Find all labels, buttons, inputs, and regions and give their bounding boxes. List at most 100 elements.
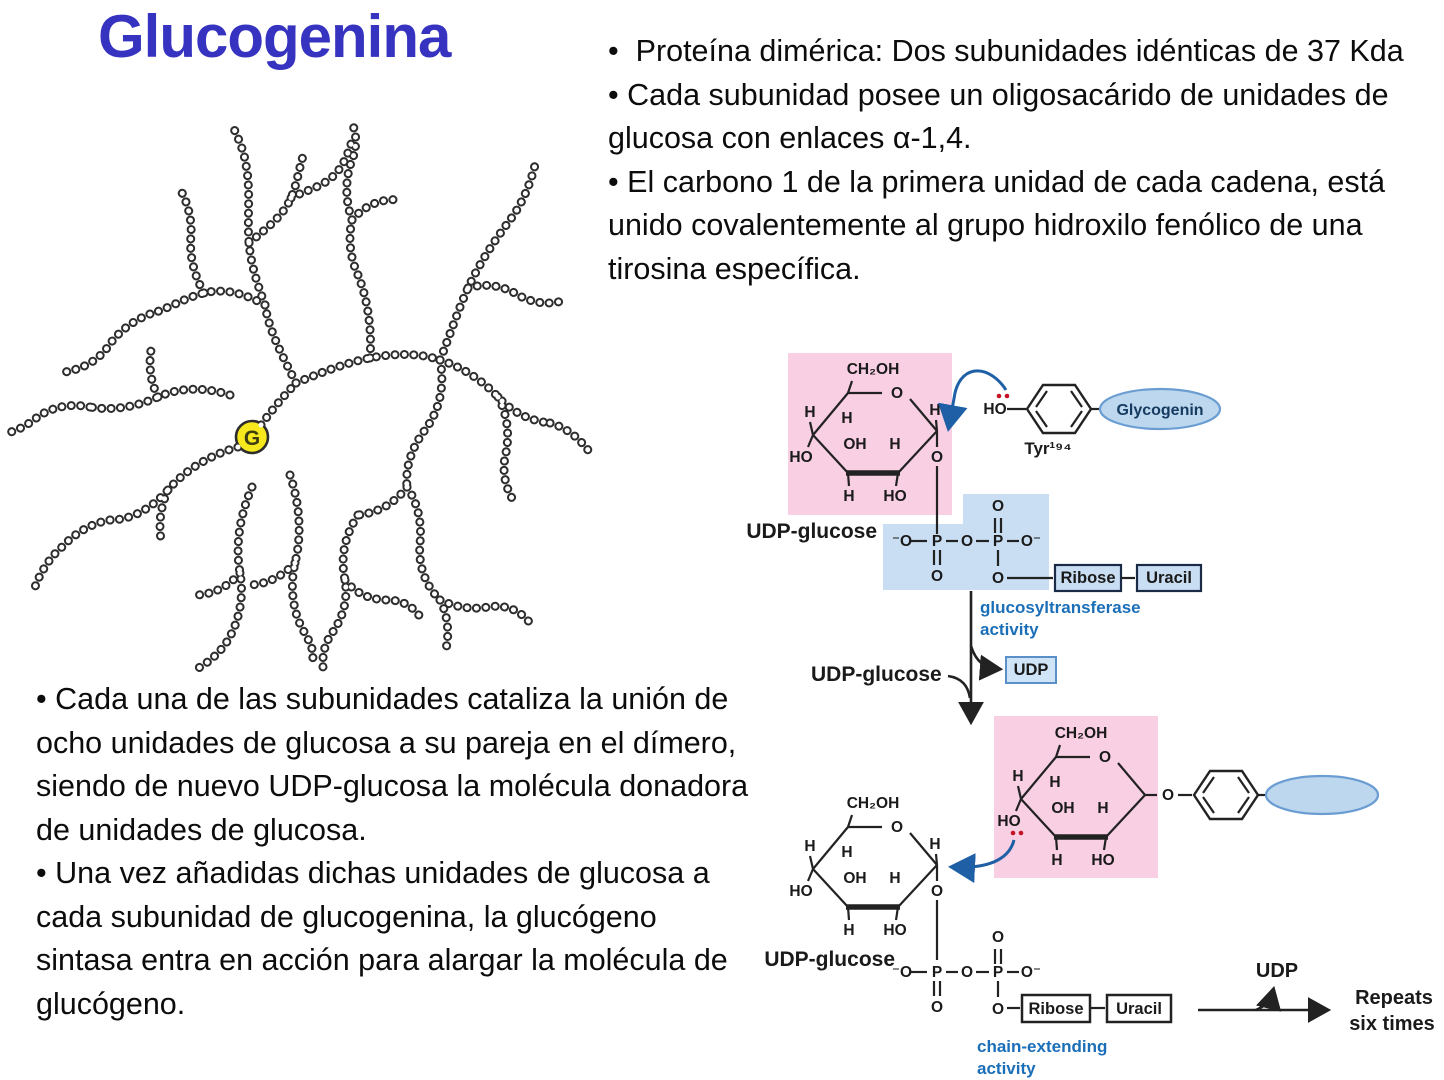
- chain-extending-label: chain-extending: [977, 1037, 1107, 1056]
- udp-box: [1005, 656, 1057, 684]
- svg-text:O: O: [1162, 787, 1174, 804]
- udp-glucose-label: UDP-glucose: [811, 663, 942, 686]
- repeat-step: UDP Repeats six times: [1198, 960, 1435, 1035]
- tyr194-label: Tyr¹⁹⁴: [1024, 439, 1071, 458]
- svg-text:HO: HO: [1091, 852, 1114, 869]
- benzene-ring: [1192, 769, 1260, 821]
- svg-text:O: O: [891, 385, 903, 402]
- glycogen-chains: [2, 120, 591, 673]
- uracil-box: [1105, 993, 1173, 1024]
- lone-pair-dot: [996, 393, 1002, 399]
- phosphate-highlight-box: [963, 494, 1049, 526]
- svg-text:Ribose: Ribose: [1028, 1000, 1083, 1018]
- svg-text:H: H: [929, 836, 940, 853]
- svg-text:OH: OH: [1051, 800, 1074, 817]
- glucose-ring: CH₂OH O H H HO OH H H HO O: [997, 725, 1380, 869]
- svg-text:Ribose: Ribose: [1060, 569, 1115, 587]
- svg-text:H: H: [1049, 774, 1060, 791]
- svg-text:H: H: [843, 922, 854, 939]
- svg-text:H: H: [804, 838, 815, 855]
- bullet-item: • Proteína dimérica: Dos subunidades idé…: [608, 34, 1404, 68]
- benzene-ring: [1025, 383, 1093, 435]
- tyrosine-group: HO Glycogenin Tyr¹⁹⁴: [937, 369, 1222, 458]
- glycogenin-node: [1264, 774, 1380, 816]
- attack-arrow: [937, 369, 1008, 432]
- svg-text:activity: activity: [977, 1059, 1036, 1078]
- ribose-box: [1053, 563, 1123, 593]
- svg-text:H: H: [843, 488, 854, 505]
- ribose-box: [1020, 993, 1092, 1024]
- svg-text:O⁻: O⁻: [1021, 533, 1041, 550]
- svg-text:⁻O: ⁻O: [892, 964, 912, 981]
- svg-text:six times: six times: [1349, 1013, 1435, 1035]
- svg-text:H: H: [1012, 768, 1023, 785]
- bullet-item: • Una vez añadidas dichas unidades de gl…: [36, 856, 737, 1021]
- glycogenin-node: [1098, 387, 1222, 431]
- svg-text:Uracil: Uracil: [1146, 569, 1192, 587]
- svg-text:H: H: [841, 844, 852, 861]
- svg-text:H: H: [889, 870, 900, 887]
- svg-text:O: O: [992, 498, 1004, 515]
- svg-text:Uracil: Uracil: [1116, 1000, 1162, 1018]
- udp-glucose-label: UDP-glucose: [764, 948, 895, 971]
- lone-pair-dot: [1004, 393, 1010, 399]
- glycogen-chains: [0, 118, 593, 675]
- svg-text:H: H: [1051, 852, 1062, 869]
- svg-text:O: O: [992, 570, 1004, 587]
- svg-text:O: O: [931, 883, 943, 900]
- svg-text:O: O: [891, 819, 903, 836]
- diphosphate-group: ⁻O P O P O⁻ O O O Ribose Uracil: [892, 929, 1173, 1024]
- svg-text:H: H: [889, 436, 900, 453]
- svg-text:HO: HO: [883, 922, 906, 939]
- svg-text:O⁻: O⁻: [1021, 964, 1041, 981]
- svg-text:P: P: [932, 964, 942, 981]
- right-bullet-list: • Proteína dimérica: Dos subunidades idé…: [608, 30, 1444, 291]
- glucose-ring: CH₂OH O H H H HO OH H O H HO: [789, 361, 943, 534]
- bullet-item: • El carbono 1 de la primera unidad de c…: [608, 164, 1394, 286]
- svg-text:glucosyltransferase: glucosyltransferase: [980, 598, 1141, 617]
- page-title: Glucogenina: [98, 3, 451, 70]
- glucosyltransferase-step: glucosyltransferase activity UDP-glucose…: [811, 591, 1141, 726]
- uracil-box: [1135, 563, 1203, 593]
- diphosphate-group: ⁻O P O P O⁻ O O O Ribose Uracil: [892, 498, 1203, 593]
- svg-text:HO: HO: [997, 813, 1020, 830]
- reaction-figure: CH₂OH O H H H HO OH H O H HO HO Glycogen…: [746, 353, 1435, 1078]
- lone-pair-dot: [1010, 830, 1016, 836]
- svg-text:CH₂OH: CH₂OH: [1055, 725, 1108, 742]
- svg-text:O: O: [1099, 749, 1111, 766]
- svg-text:O: O: [961, 964, 973, 981]
- glycogenin-core: [234, 419, 270, 455]
- glucose-ring: CH₂OH O H H H HO OH H O H HO: [789, 795, 1016, 960]
- attack-arrow: [948, 839, 1016, 884]
- svg-text:O: O: [992, 1001, 1004, 1018]
- left-bullet-list: • Cada una de las subunidades cataliza l…: [36, 678, 754, 1026]
- svg-text:P: P: [993, 533, 1003, 550]
- glycogen-diagram: G: [0, 118, 593, 675]
- svg-text:OH: OH: [843, 870, 866, 887]
- svg-text:HO: HO: [883, 488, 906, 505]
- svg-text:Repeats: Repeats: [1355, 987, 1433, 1009]
- svg-text:HO: HO: [789, 449, 812, 466]
- svg-text:H: H: [804, 404, 815, 421]
- glycogenin-label: Glycogenin: [1116, 402, 1203, 419]
- svg-text:activity: activity: [980, 620, 1039, 639]
- svg-text:P: P: [932, 533, 942, 550]
- svg-text:CH₂OH: CH₂OH: [847, 795, 900, 812]
- lone-pair-dot: [1018, 830, 1024, 836]
- svg-text:O: O: [931, 568, 943, 585]
- glycogenin-core-label: G: [244, 427, 260, 450]
- svg-text:O: O: [931, 999, 943, 1016]
- svg-text:HO: HO: [983, 401, 1006, 418]
- svg-text:UDP: UDP: [1014, 661, 1049, 679]
- svg-text:HO: HO: [789, 883, 812, 900]
- svg-text:CH₂OH: CH₂OH: [847, 361, 900, 378]
- svg-text:O: O: [992, 929, 1004, 946]
- svg-text:O: O: [931, 449, 943, 466]
- svg-text:⁻O: ⁻O: [892, 533, 912, 550]
- svg-text:P: P: [993, 964, 1003, 981]
- svg-text:O: O: [961, 533, 973, 550]
- bullet-item: • Cada una de las subunidades cataliza l…: [36, 682, 757, 847]
- svg-text:H: H: [1097, 800, 1108, 817]
- svg-text:OH: OH: [843, 436, 866, 453]
